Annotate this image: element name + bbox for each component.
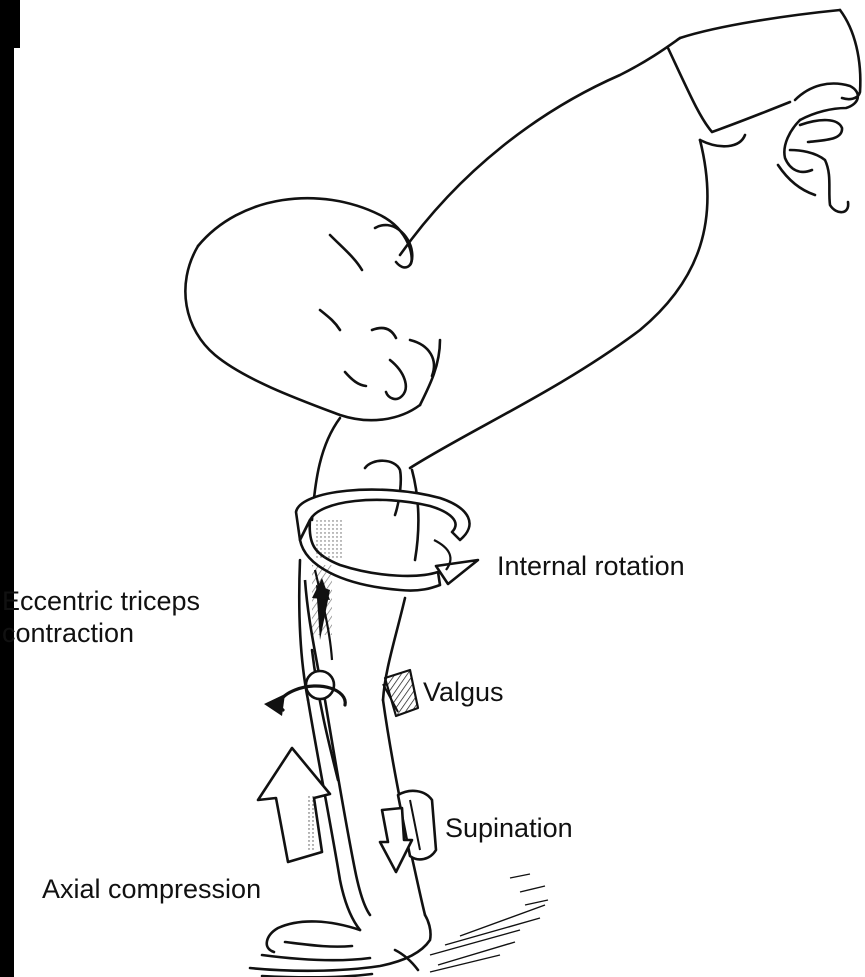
axial-compression-label: Axial compression (42, 873, 261, 905)
left-border (0, 0, 14, 977)
eccentric-contraction-arrow (305, 565, 332, 680)
sleeve-fold (700, 135, 745, 146)
head (185, 198, 440, 420)
valgus-label: Valgus (423, 676, 504, 708)
floor-hand (250, 915, 431, 977)
left-border-top (0, 0, 20, 48)
valgus-wedge-icon (383, 670, 418, 716)
sleeve-cuff (668, 48, 790, 132)
back-outline (400, 38, 680, 255)
internal-rotation-label: Internal rotation (497, 550, 685, 582)
elbow-rotation-arrow (264, 686, 345, 716)
raised-arm-upper (680, 10, 840, 38)
raised-hand (778, 10, 860, 212)
floor-shading (430, 874, 548, 972)
eccentric-line-2: contraction (2, 618, 134, 648)
supination-twist-arrow (380, 791, 436, 872)
eccentric-line-1: Eccentric triceps (2, 586, 200, 616)
supination-label: Supination (445, 812, 573, 844)
